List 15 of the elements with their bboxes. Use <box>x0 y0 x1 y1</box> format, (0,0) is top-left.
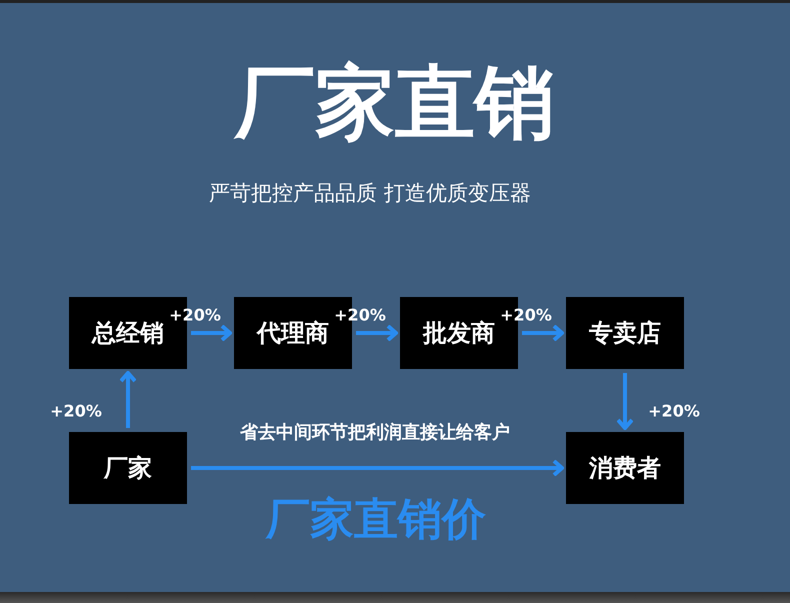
price-heading: 厂家直销价 <box>264 493 487 547</box>
process-box: 专卖店 <box>566 297 684 369</box>
arrow <box>191 459 564 477</box>
title: 厂家直销 <box>232 55 556 151</box>
process-box: 消费者 <box>566 432 684 504</box>
edge-label: +20% <box>50 401 102 420</box>
edge-label: 省去中间环节把利润直接让给客户 <box>240 421 510 444</box>
arrow <box>522 324 564 342</box>
subtitle: 严苛把控产品品质 打造优质变压器 <box>208 180 532 207</box>
edge-label: +20% <box>648 401 700 420</box>
arrow <box>356 324 398 342</box>
arrow <box>119 371 137 428</box>
arrow <box>616 373 634 430</box>
arrow <box>191 324 232 342</box>
process-box: 厂家 <box>69 432 187 504</box>
